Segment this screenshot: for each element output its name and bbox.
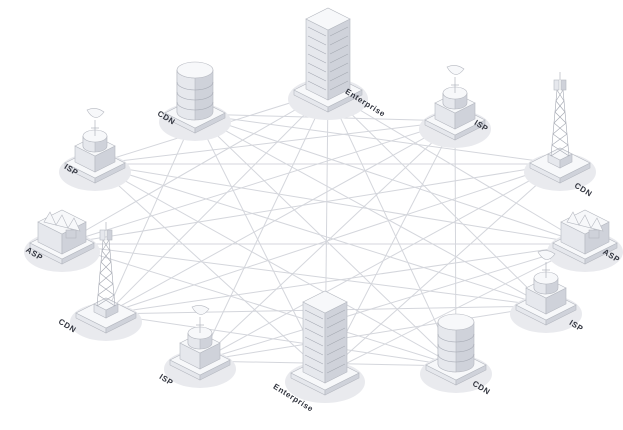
connection-line: [327, 90, 586, 245]
connection-line: [194, 113, 457, 367]
connection-line: [199, 305, 547, 362]
node-isp-top-right: ISP: [419, 65, 491, 148]
connection-line: [61, 243, 547, 307]
connection-line: [194, 113, 547, 307]
connection-line: [327, 90, 547, 307]
isp-icon: [59, 108, 131, 191]
connection-line: [94, 120, 456, 165]
node-cdn-tower-right: CDN: [524, 72, 596, 199]
connection-line: [105, 313, 457, 367]
node-label: CDN: [573, 181, 594, 199]
connection-line: [105, 120, 456, 315]
isp-icon: [419, 65, 491, 148]
node-isp-left: ISP: [59, 108, 131, 191]
connection-line: [324, 243, 586, 375]
isp-icon: [164, 305, 236, 388]
node-isp-bottom-left: ISP: [158, 305, 236, 388]
connection-line: [199, 163, 561, 362]
cdn-tower-icon: [70, 222, 142, 341]
node-cdn-top-left: CDN: [156, 61, 231, 141]
connection-line: [324, 163, 561, 375]
cdn-storage-icon: [159, 61, 231, 141]
connection-line: [194, 113, 586, 245]
node-enterprise-top: Enterprise: [288, 7, 387, 120]
connection-line: [105, 163, 561, 315]
connection-line: [94, 163, 586, 245]
connection-line: [61, 163, 561, 245]
asp-icon: [24, 209, 100, 272]
isp-icon: [510, 250, 582, 333]
node-isp-right: ISP: [510, 250, 585, 334]
connection-line: [199, 243, 586, 362]
connection-line: [194, 113, 561, 165]
node-cdn-bottom-right: CDN: [420, 313, 492, 397]
node-asp-right: ASP: [547, 209, 623, 272]
connection-line: [327, 90, 457, 367]
cdn-tower-icon: [524, 72, 596, 191]
enterprise-icon: [288, 7, 368, 120]
enterprise-icon: [285, 290, 365, 403]
node-label: ISP: [568, 318, 585, 333]
connection-line: [105, 243, 586, 315]
cdn-storage-icon: [420, 313, 492, 393]
node-asp-left: ASP: [24, 209, 100, 272]
node-enterprise-bottom: Enterprise: [272, 290, 365, 414]
asp-icon: [547, 209, 623, 272]
connection-line: [61, 243, 457, 367]
connection-line: [94, 163, 326, 375]
connection-line: [199, 90, 329, 362]
connection-line: [61, 120, 456, 245]
connection-line: [94, 163, 547, 307]
connection-line: [94, 163, 457, 367]
